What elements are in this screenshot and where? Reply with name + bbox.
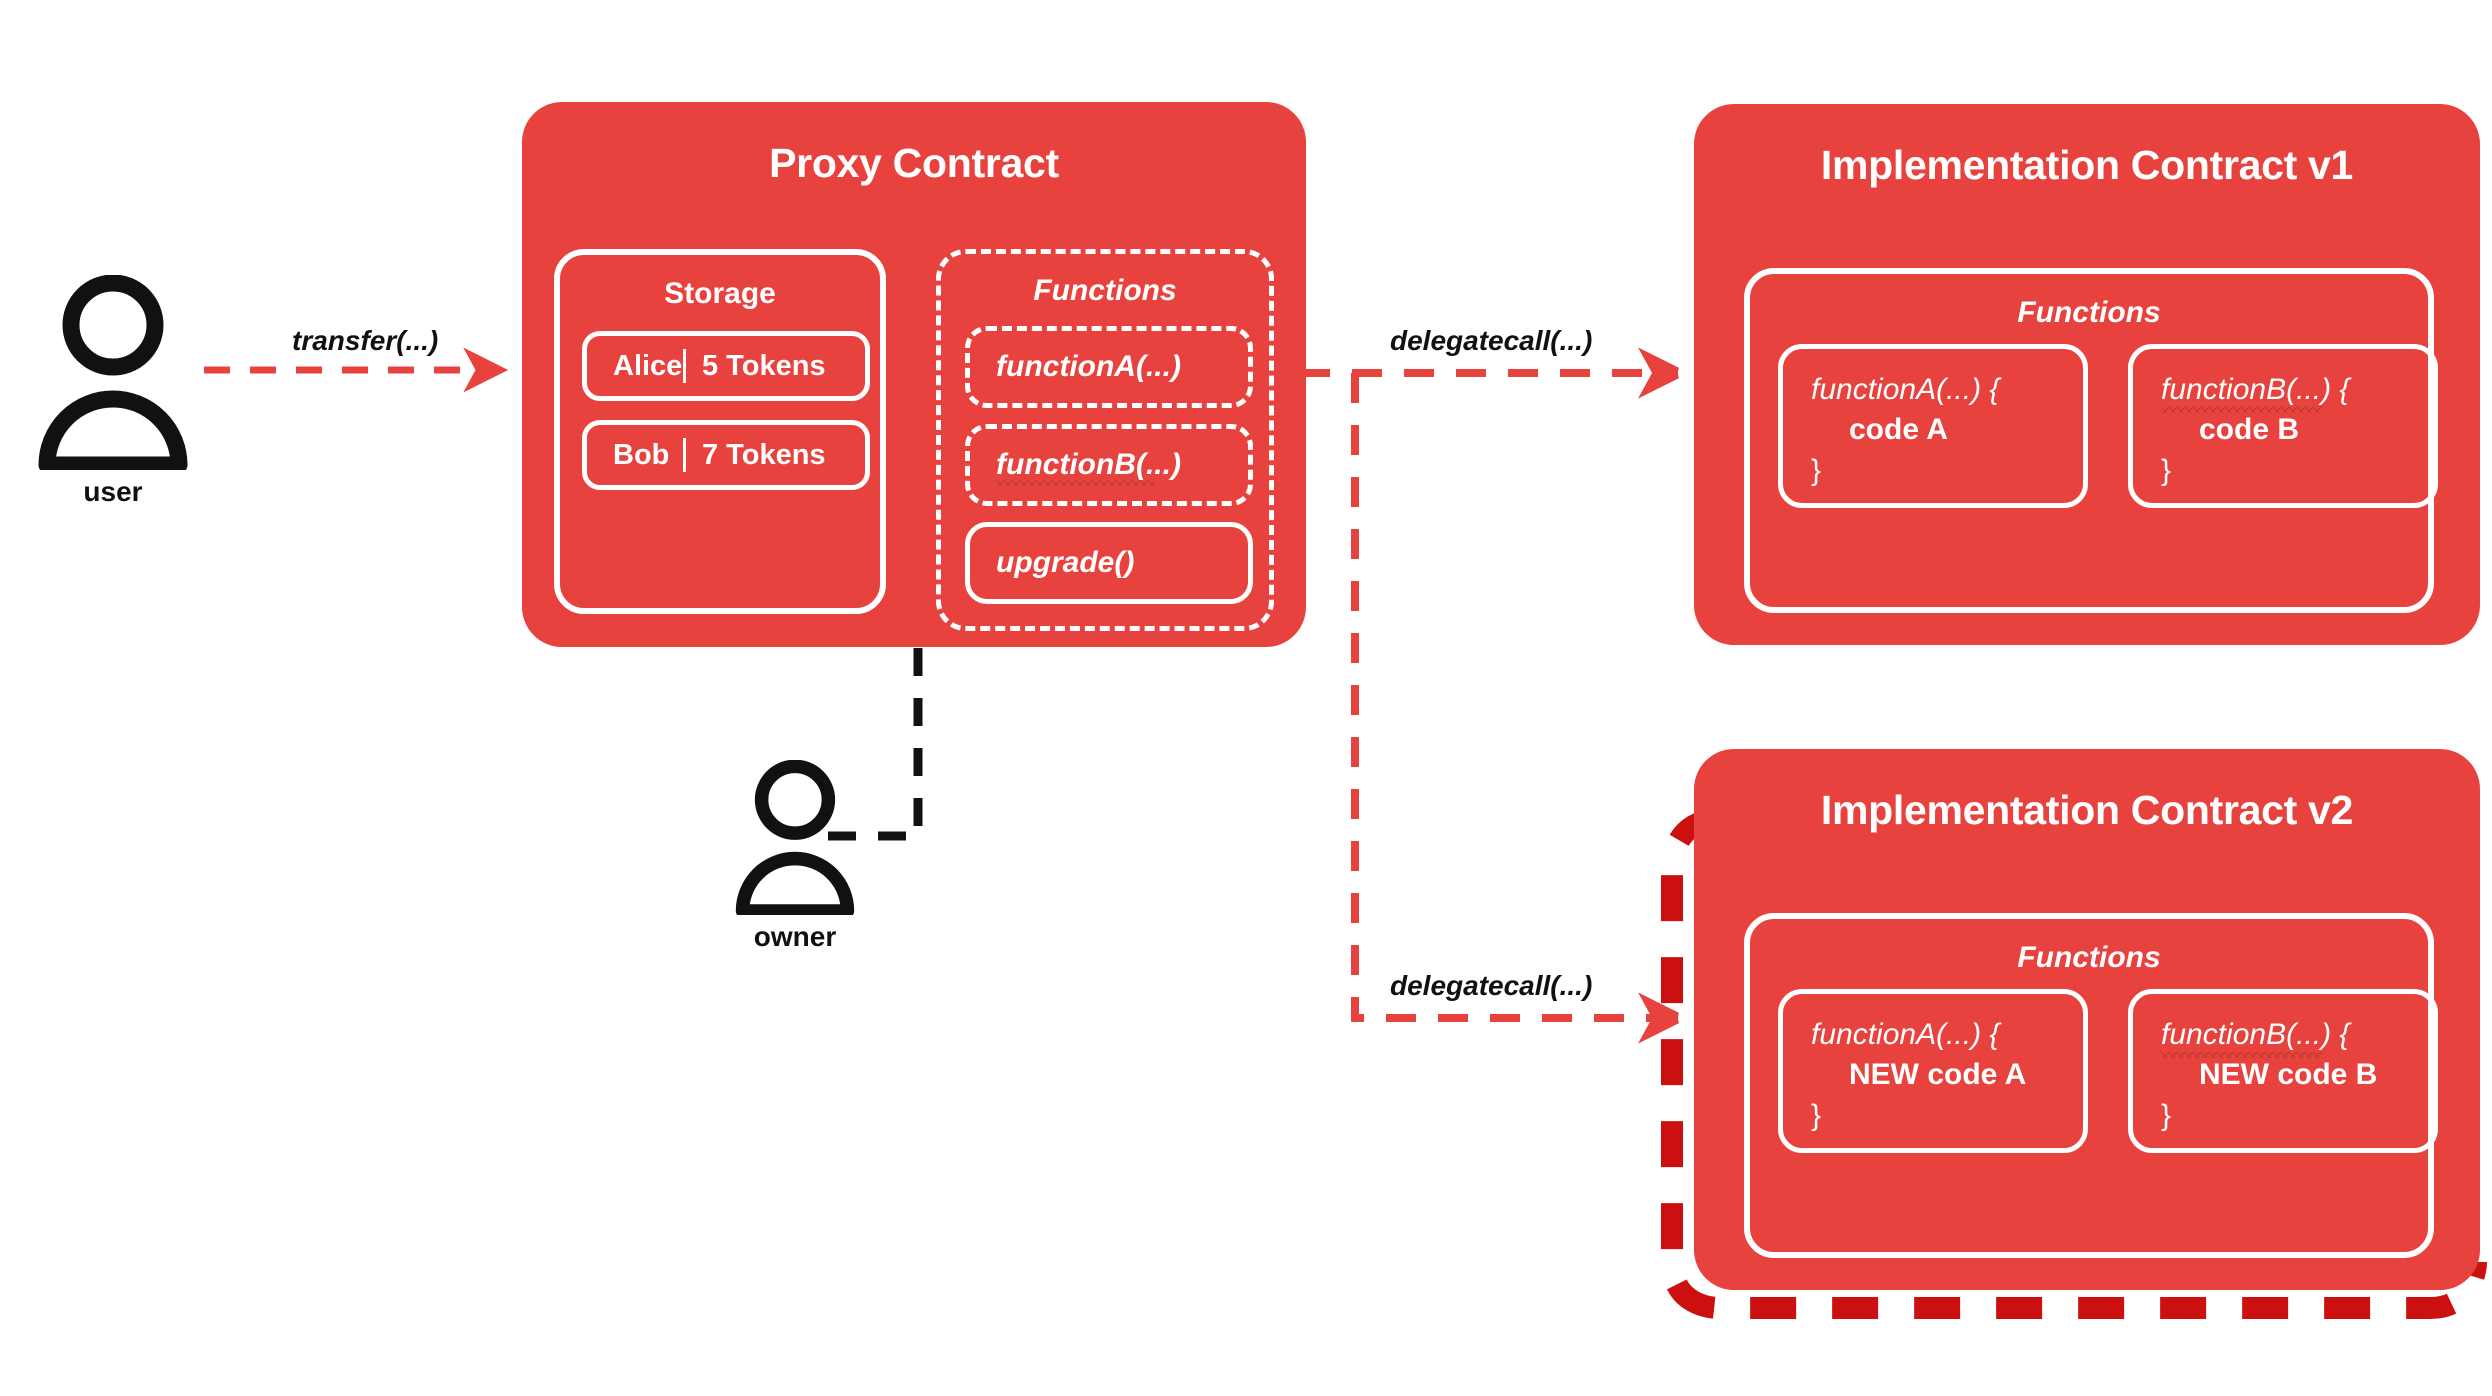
storage-row-value: 5 Tokens bbox=[702, 349, 826, 382]
code-signature: functionB(...) { bbox=[2161, 371, 2433, 412]
impl-v1-code-block-a: functionA(...) { code A } bbox=[1778, 344, 2088, 508]
actor-user: user bbox=[18, 275, 208, 508]
code-close-brace: } bbox=[2161, 1098, 2172, 1132]
proxy-functions-label: Functions bbox=[1033, 274, 1177, 307]
storage-row-bob: Bob 7 Tokens bbox=[582, 420, 870, 490]
proxy-storage-panel: Storage Alice 5 Tokens Bob 7 Tokens bbox=[554, 249, 886, 614]
storage-row-alice: Alice 5 Tokens bbox=[582, 331, 870, 401]
actor-user-label: user bbox=[83, 476, 143, 507]
impl-v1-card[interactable]: Implementation Contract v1 Functions fun… bbox=[1694, 104, 2480, 645]
actor-owner: owner bbox=[700, 760, 890, 953]
code-body: NEW code A bbox=[1849, 1057, 2027, 1091]
code-close-brace: } bbox=[1811, 1098, 1822, 1132]
impl-v2-card[interactable]: Implementation Contract v2 Functions fun… bbox=[1694, 749, 2480, 1290]
impl-v1-code-block-b: functionB(...) { code B } bbox=[2128, 344, 2438, 508]
edge-label-transfer: transfer(...) bbox=[292, 325, 439, 356]
proxy-function-label: upgrade() bbox=[996, 546, 1135, 579]
storage-row-name: Bob bbox=[613, 438, 670, 471]
code-body: NEW code B bbox=[2199, 1057, 2378, 1091]
proxy-function-functiona[interactable]: functionA(...) bbox=[965, 326, 1253, 408]
storage-row-value: 7 Tokens bbox=[702, 438, 826, 471]
code-close-brace: } bbox=[1811, 453, 1822, 487]
impl-v2-functions-panel: Functions bbox=[1744, 913, 2434, 1258]
code-signature: functionA(...) { bbox=[1811, 1018, 2000, 1051]
person-icon bbox=[735, 760, 855, 915]
proxy-function-label: functionB(...) bbox=[996, 448, 1181, 486]
storage-row-divider bbox=[683, 349, 686, 383]
proxy-function-upgrade[interactable]: upgrade() bbox=[965, 522, 1253, 604]
proxy-functions-panel: Functions functionA(...) functionB(...) … bbox=[936, 249, 1274, 631]
person-icon bbox=[38, 275, 188, 470]
proxy-function-functionb[interactable]: functionB(...) bbox=[965, 424, 1253, 506]
code-body: code A bbox=[1849, 412, 1948, 446]
proxy-function-label: functionA(...) bbox=[996, 350, 1181, 383]
edge-delegatecall-v2 bbox=[1351, 373, 1690, 1044]
code-signature: functionA(...) { bbox=[1811, 373, 2000, 406]
actor-owner-label: owner bbox=[753, 921, 837, 952]
code-body: code B bbox=[2199, 412, 2300, 446]
proxy-contract-title: Proxy Contract bbox=[769, 140, 1059, 186]
edge-label-delegatecall-v1: delegatecall(...) bbox=[1390, 325, 1593, 356]
storage-row-name: Alice bbox=[613, 349, 683, 382]
storage-row-divider bbox=[683, 438, 686, 472]
edge-label-delegatecall-v2: delegatecall(...) bbox=[1390, 970, 1593, 1001]
code-close-brace: } bbox=[2161, 453, 2172, 487]
proxy-contract-card[interactable]: Proxy Contract Storage Alice 5 Tokens Bo… bbox=[522, 102, 1306, 647]
impl-v2-code-block-b: functionB(...) { NEW code B } bbox=[2128, 989, 2438, 1153]
impl-v1-title: Implementation Contract v1 bbox=[1820, 142, 2354, 188]
impl-v1-functions-panel: Functions bbox=[1744, 268, 2434, 613]
impl-v2-title: Implementation Contract v2 bbox=[1820, 787, 2354, 833]
impl-v1-functions-label: Functions bbox=[2017, 296, 2161, 329]
proxy-storage-label: Storage bbox=[664, 277, 776, 310]
impl-v2-functions-label: Functions bbox=[2017, 941, 2161, 974]
impl-v2-code-block-a: functionA(...) { NEW code A } bbox=[1778, 989, 2088, 1153]
code-signature: functionB(...) { bbox=[2161, 1016, 2433, 1057]
